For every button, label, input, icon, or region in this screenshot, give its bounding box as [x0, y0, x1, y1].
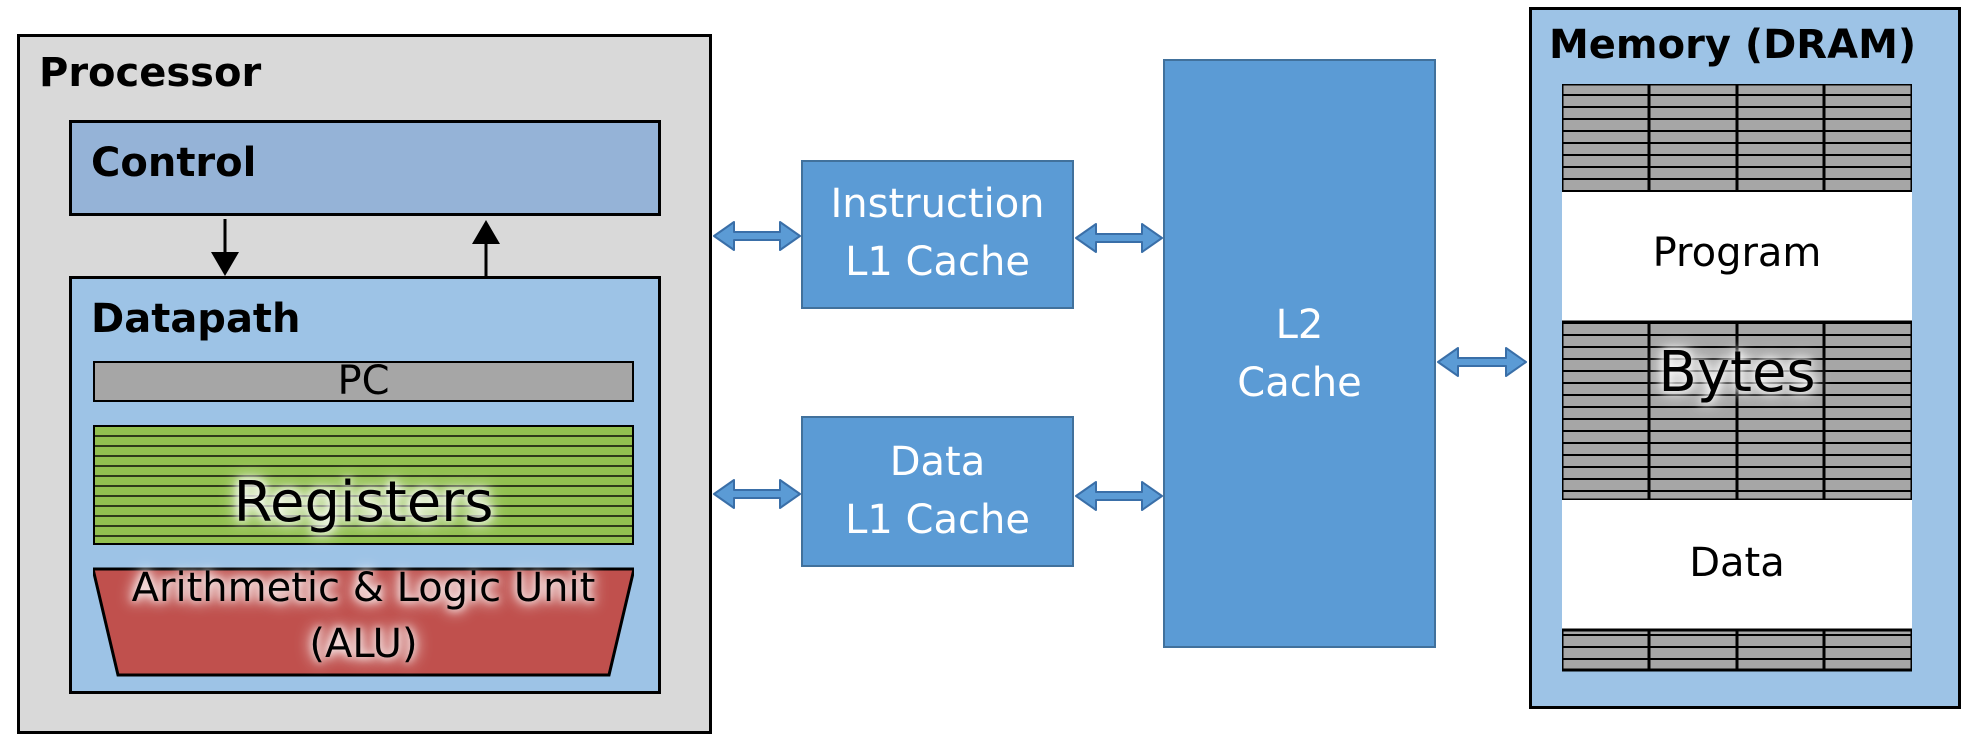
- memory-data-region: [1562, 500, 1912, 630]
- data-l1-cache-label: Data L1 Cache: [801, 433, 1074, 549]
- instruction-cache-line2: L1 Cache: [845, 239, 1030, 285]
- processor-dcache-arrow: [713, 479, 801, 509]
- registers-label: Registers: [233, 470, 494, 535]
- instruction-l1-cache-label: Instruction L1 Cache: [801, 175, 1074, 291]
- memory-data-label: Data: [1689, 540, 1785, 586]
- memory-program-label: Program: [1652, 230, 1822, 276]
- data-cache-line2: L1 Cache: [845, 497, 1030, 543]
- alu-shape: [93, 567, 634, 677]
- datapath-to-control-arrow: [472, 220, 500, 276]
- processor-icache-arrow: [713, 221, 801, 251]
- memory-grid: [1562, 84, 1912, 672]
- l2-memory-arrow: [1437, 347, 1527, 377]
- l2-cache-line2: Cache: [1237, 360, 1362, 406]
- icache-l2-arrow: [1075, 223, 1163, 253]
- alu-label: Arithmetic & Logic Unit (ALU): [93, 560, 634, 672]
- instruction-cache-line1: Instruction: [830, 181, 1045, 227]
- dcache-l2-arrow: [1075, 481, 1163, 511]
- control-unit: [69, 120, 661, 216]
- program-counter: PC: [93, 361, 634, 402]
- memory-title: Memory (DRAM): [1549, 22, 1917, 68]
- memory-program-region: [1562, 192, 1912, 322]
- memory-bytes-label: Bytes: [1658, 340, 1816, 405]
- processor-title: Processor: [39, 50, 262, 96]
- l2-cache: [1163, 59, 1436, 648]
- alu-label-line2: (ALU): [309, 621, 418, 667]
- l2-cache-line1: L2: [1275, 302, 1324, 348]
- control-to-datapath-arrow: [211, 219, 239, 276]
- alu-label-line1: Arithmetic & Logic Unit: [131, 565, 596, 611]
- data-l1-cache: [801, 416, 1074, 567]
- datapath-title: Datapath: [91, 296, 301, 342]
- register-file: [93, 425, 634, 545]
- instruction-l1-cache: [801, 160, 1074, 309]
- l2-cache-label: L2 Cache: [1163, 296, 1436, 412]
- control-title: Control: [91, 140, 257, 186]
- data-cache-line1: Data: [889, 439, 986, 485]
